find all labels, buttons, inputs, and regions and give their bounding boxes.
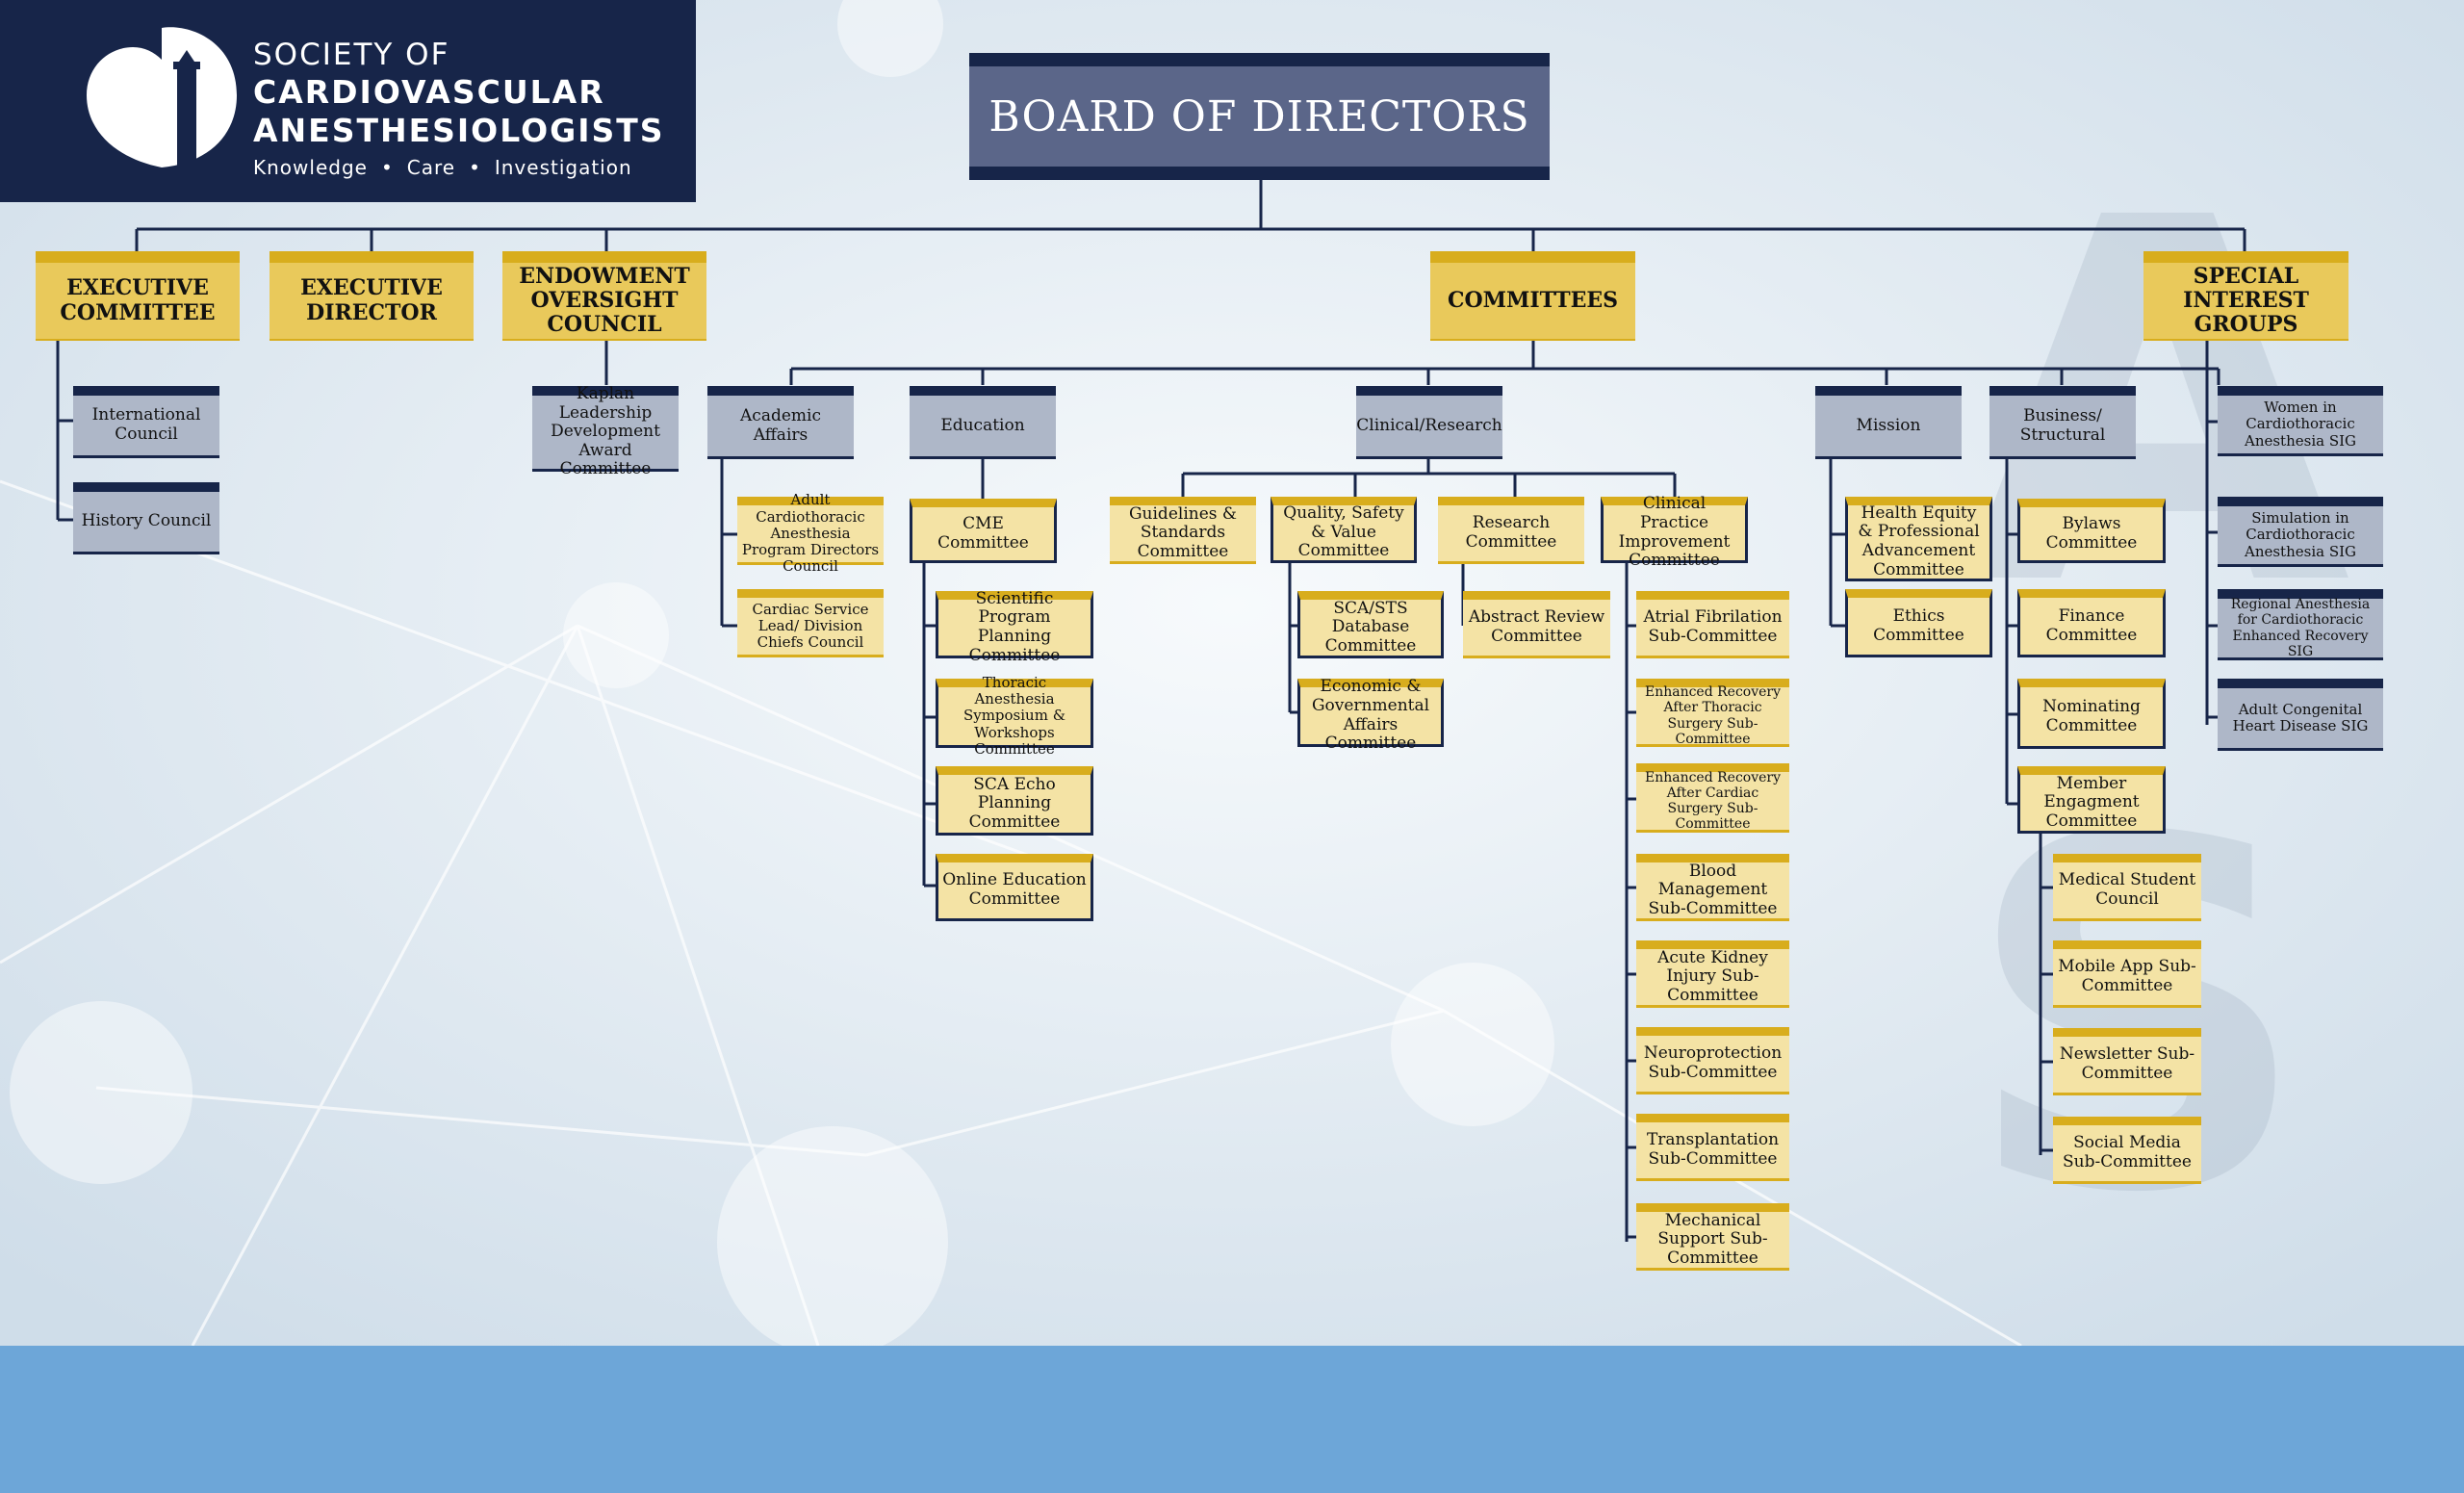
logo-line-1: SOCIETY OF [253,38,450,72]
bylaws-committee[interactable]: Bylaws Committee [2017,499,2166,563]
transplantation-subcommittee[interactable]: Transplantation Sub-Committee [1636,1114,1789,1181]
mechanical-support-subcommittee[interactable]: Mechanical Support Sub-Committee [1636,1203,1789,1271]
sca-echo-planning-committee[interactable]: SCA Echo Planning Committee [936,766,1093,836]
endowment-oversight-council[interactable]: ENDOWMENT OVERSIGHT COUNCIL [502,251,706,339]
footer-band [0,1346,2464,1493]
tagline-knowledge: Knowledge [253,156,368,179]
kaplan-leadership-award-committee[interactable]: Kaplan Leadership Development Award Comm… [532,384,679,478]
nominating-committee[interactable]: Nominating Committee [2017,679,2166,749]
newsletter-subcommittee[interactable]: Newsletter Sub-Committee [2053,1028,2201,1095]
online-education-committee[interactable]: Online Education Committee [936,854,1093,921]
research-committee[interactable]: Research Committee [1438,497,1584,564]
acute-kidney-injury-subcommittee[interactable]: Acute Kidney Injury Sub-Committee [1636,940,1789,1008]
enhanced-recovery-cardiac-subcommittee[interactable]: Enhanced Recovery After Cardiac Surgery … [1636,763,1789,833]
committees[interactable]: COMMITTEES [1430,251,1635,339]
society-logo[interactable]: SOCIETY OF CARDIOVASCULAR ANESTHESIOLOGI… [0,0,696,202]
board-of-directors[interactable]: BOARD OF DIRECTORS [969,53,1550,180]
abstract-review-committee[interactable]: Abstract Review Committee [1463,591,1610,658]
blood-management-subcommittee[interactable]: Blood Management Sub-Committee [1636,854,1789,921]
history-council[interactable]: History Council [73,482,219,552]
medical-student-council[interactable]: Medical Student Council [2053,854,2201,921]
health-equity-committee[interactable]: Health Equity & Professional Advancement… [1845,497,1992,581]
executive-committee[interactable]: EXECUTIVE COMMITTEE [36,251,240,339]
business-structural[interactable]: Business/ Structural [1989,386,2136,456]
tagline-care: Care [406,156,456,179]
tagline-investigation: Investigation [494,156,632,179]
cme-committee[interactable]: CME Committee [910,499,1057,563]
clinical-research[interactable]: Clinical/Research [1356,386,1502,456]
member-engagement-committee[interactable]: Member Engagment Committee [2017,766,2166,834]
thoracic-anesthesia-symposium-committee[interactable]: Thoracic Anesthesia Symposium & Workshop… [936,674,1093,758]
logo-line-3: ANESTHESIOLOGISTS [253,112,665,149]
executive-director[interactable]: EXECUTIVE DIRECTOR [270,251,474,339]
social-media-subcommittee[interactable]: Social Media Sub-Committee [2053,1117,2201,1184]
international-council[interactable]: International Council [73,386,219,455]
sca-sts-database-committee[interactable]: SCA/STS Database Committee [1297,591,1444,658]
mobile-app-subcommittee[interactable]: Mobile App Sub-Committee [2053,940,2201,1008]
atrial-fibrilation-subcommittee[interactable]: Atrial Fibrilation Sub-Committee [1636,591,1789,658]
ethics-committee[interactable]: Ethics Committee [1845,589,1992,657]
heart-lighthouse-icon [87,27,237,168]
women-cardiothoracic-sig[interactable]: Women in Cardiothoracic Anesthesia SIG [2218,386,2383,453]
quality-safety-value-committee[interactable]: Quality, Safety & Value Committee [1270,497,1417,563]
finance-committee[interactable]: Finance Committee [2017,589,2166,657]
special-interest-groups[interactable]: SPECIAL INTEREST GROUPS [2143,251,2348,339]
mission[interactable]: Mission [1815,386,1962,456]
logo-tagline: Knowledge•Care•Investigation [253,156,632,179]
neuroprotection-subcommittee[interactable]: Neuroprotection Sub-Committee [1636,1027,1789,1094]
enhanced-recovery-thoracic-subcommittee[interactable]: Enhanced Recovery After Thoracic Surgery… [1636,679,1789,747]
academic-affairs[interactable]: Academic Affairs [707,386,854,456]
regional-anesthesia-sig[interactable]: Regional Anesthesia for Cardiothoracic E… [2218,589,2383,659]
scientific-program-planning-committee[interactable]: Scientific Program Planning Committee [936,589,1093,664]
clinical-practice-improvement-committee[interactable]: Clinical Practice Improvement Committee [1601,495,1748,570]
simulation-cardiothoracic-sig[interactable]: Simulation in Cardiothoracic Anesthesia … [2218,497,2383,564]
economic-governmental-affairs-committee[interactable]: Economic & Governmental Affairs Committe… [1297,678,1444,753]
adult-cardiothoracic-pd-council[interactable]: Adult Cardiothoracic Anesthesia Program … [737,492,884,575]
logo-line-2: CARDIOVASCULAR [253,73,605,111]
cardiac-service-lead-council[interactable]: Cardiac Service Lead/ Division Chiefs Co… [737,589,884,657]
adult-congenital-heart-disease-sig[interactable]: Adult Congenital Heart Disease SIG [2218,679,2383,748]
guidelines-standards-committee[interactable]: Guidelines & Standards Committee [1110,497,1256,564]
education[interactable]: Education [910,386,1056,456]
